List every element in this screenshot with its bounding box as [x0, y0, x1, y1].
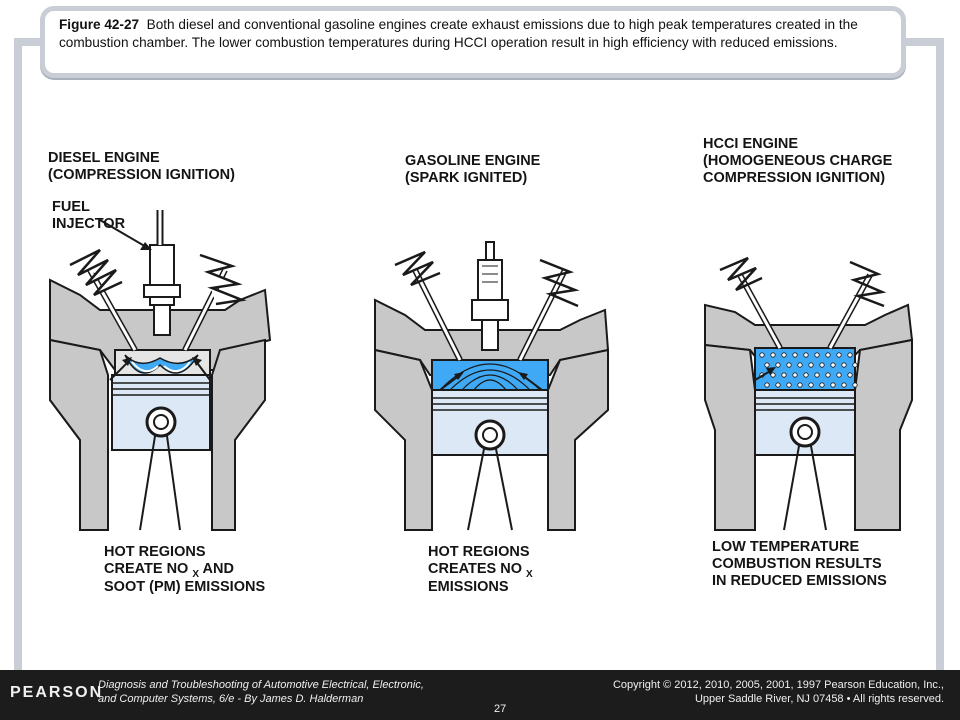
footer-bar	[0, 670, 960, 720]
page-number: 27	[494, 703, 507, 715]
caption-box: Figure 42-27 Both diesel and conventiona…	[40, 6, 906, 78]
frame-rail-top-right	[906, 38, 944, 46]
charge-dot	[830, 382, 836, 388]
charge-dot	[808, 362, 814, 368]
charge-dot	[775, 382, 781, 388]
charge-dot	[770, 372, 776, 378]
charge-dot	[759, 352, 765, 358]
charge-dot	[770, 352, 776, 358]
charge-dot	[797, 382, 803, 388]
charge-dot	[792, 372, 798, 378]
caption-text: Both diesel and conventional gasoline en…	[59, 17, 858, 50]
charge-dot	[836, 352, 842, 358]
gasoline-title: GASOLINE ENGINE(SPARK IGNITED)	[405, 153, 541, 186]
charge-dot	[825, 372, 831, 378]
charge-dot	[803, 352, 809, 358]
charge-dot	[841, 362, 847, 368]
charge-dot	[852, 362, 858, 368]
frame-rail-right	[936, 38, 944, 670]
charge-dot	[764, 362, 770, 368]
hcci-engine-diagram	[704, 256, 914, 531]
charge-dot	[841, 382, 847, 388]
charge-dot	[764, 382, 770, 388]
charge-dot	[797, 362, 803, 368]
copyright-notice: Copyright © 2012, 2010, 2005, 2001, 1997…	[612, 679, 944, 705]
charge-dot	[781, 352, 787, 358]
gasoline-engine-diagram	[374, 241, 610, 531]
diesel-title: DIESEL ENGINE(COMPRESSION IGNITION)	[48, 150, 235, 183]
charge-dot	[847, 372, 853, 378]
charge-dot	[814, 352, 820, 358]
charge-dot	[786, 382, 792, 388]
pearson-logo: PEARSON	[10, 684, 104, 701]
book-citation: Diagnosis and Troubleshooting of Automot…	[98, 679, 424, 705]
charge-dot	[852, 382, 858, 388]
charge-dot	[814, 372, 820, 378]
charge-dot	[781, 372, 787, 378]
frame-rail-left	[14, 38, 22, 670]
charge-dot	[836, 372, 842, 378]
charge-dot	[792, 352, 798, 358]
charge-dot	[786, 362, 792, 368]
charge-dot	[819, 382, 825, 388]
charge-dot	[819, 362, 825, 368]
charge-dot	[808, 382, 814, 388]
figure-label: Figure 42-27	[59, 17, 140, 32]
caption: Figure 42-27 Both diesel and conventiona…	[59, 16, 887, 52]
charge-dot	[803, 372, 809, 378]
charge-dot	[847, 352, 853, 358]
charge-dot	[830, 362, 836, 368]
frame-rail-top-left	[14, 38, 44, 46]
diesel-engine-diagram	[49, 210, 272, 531]
charge-dot	[825, 352, 831, 358]
charge-dot	[775, 362, 781, 368]
